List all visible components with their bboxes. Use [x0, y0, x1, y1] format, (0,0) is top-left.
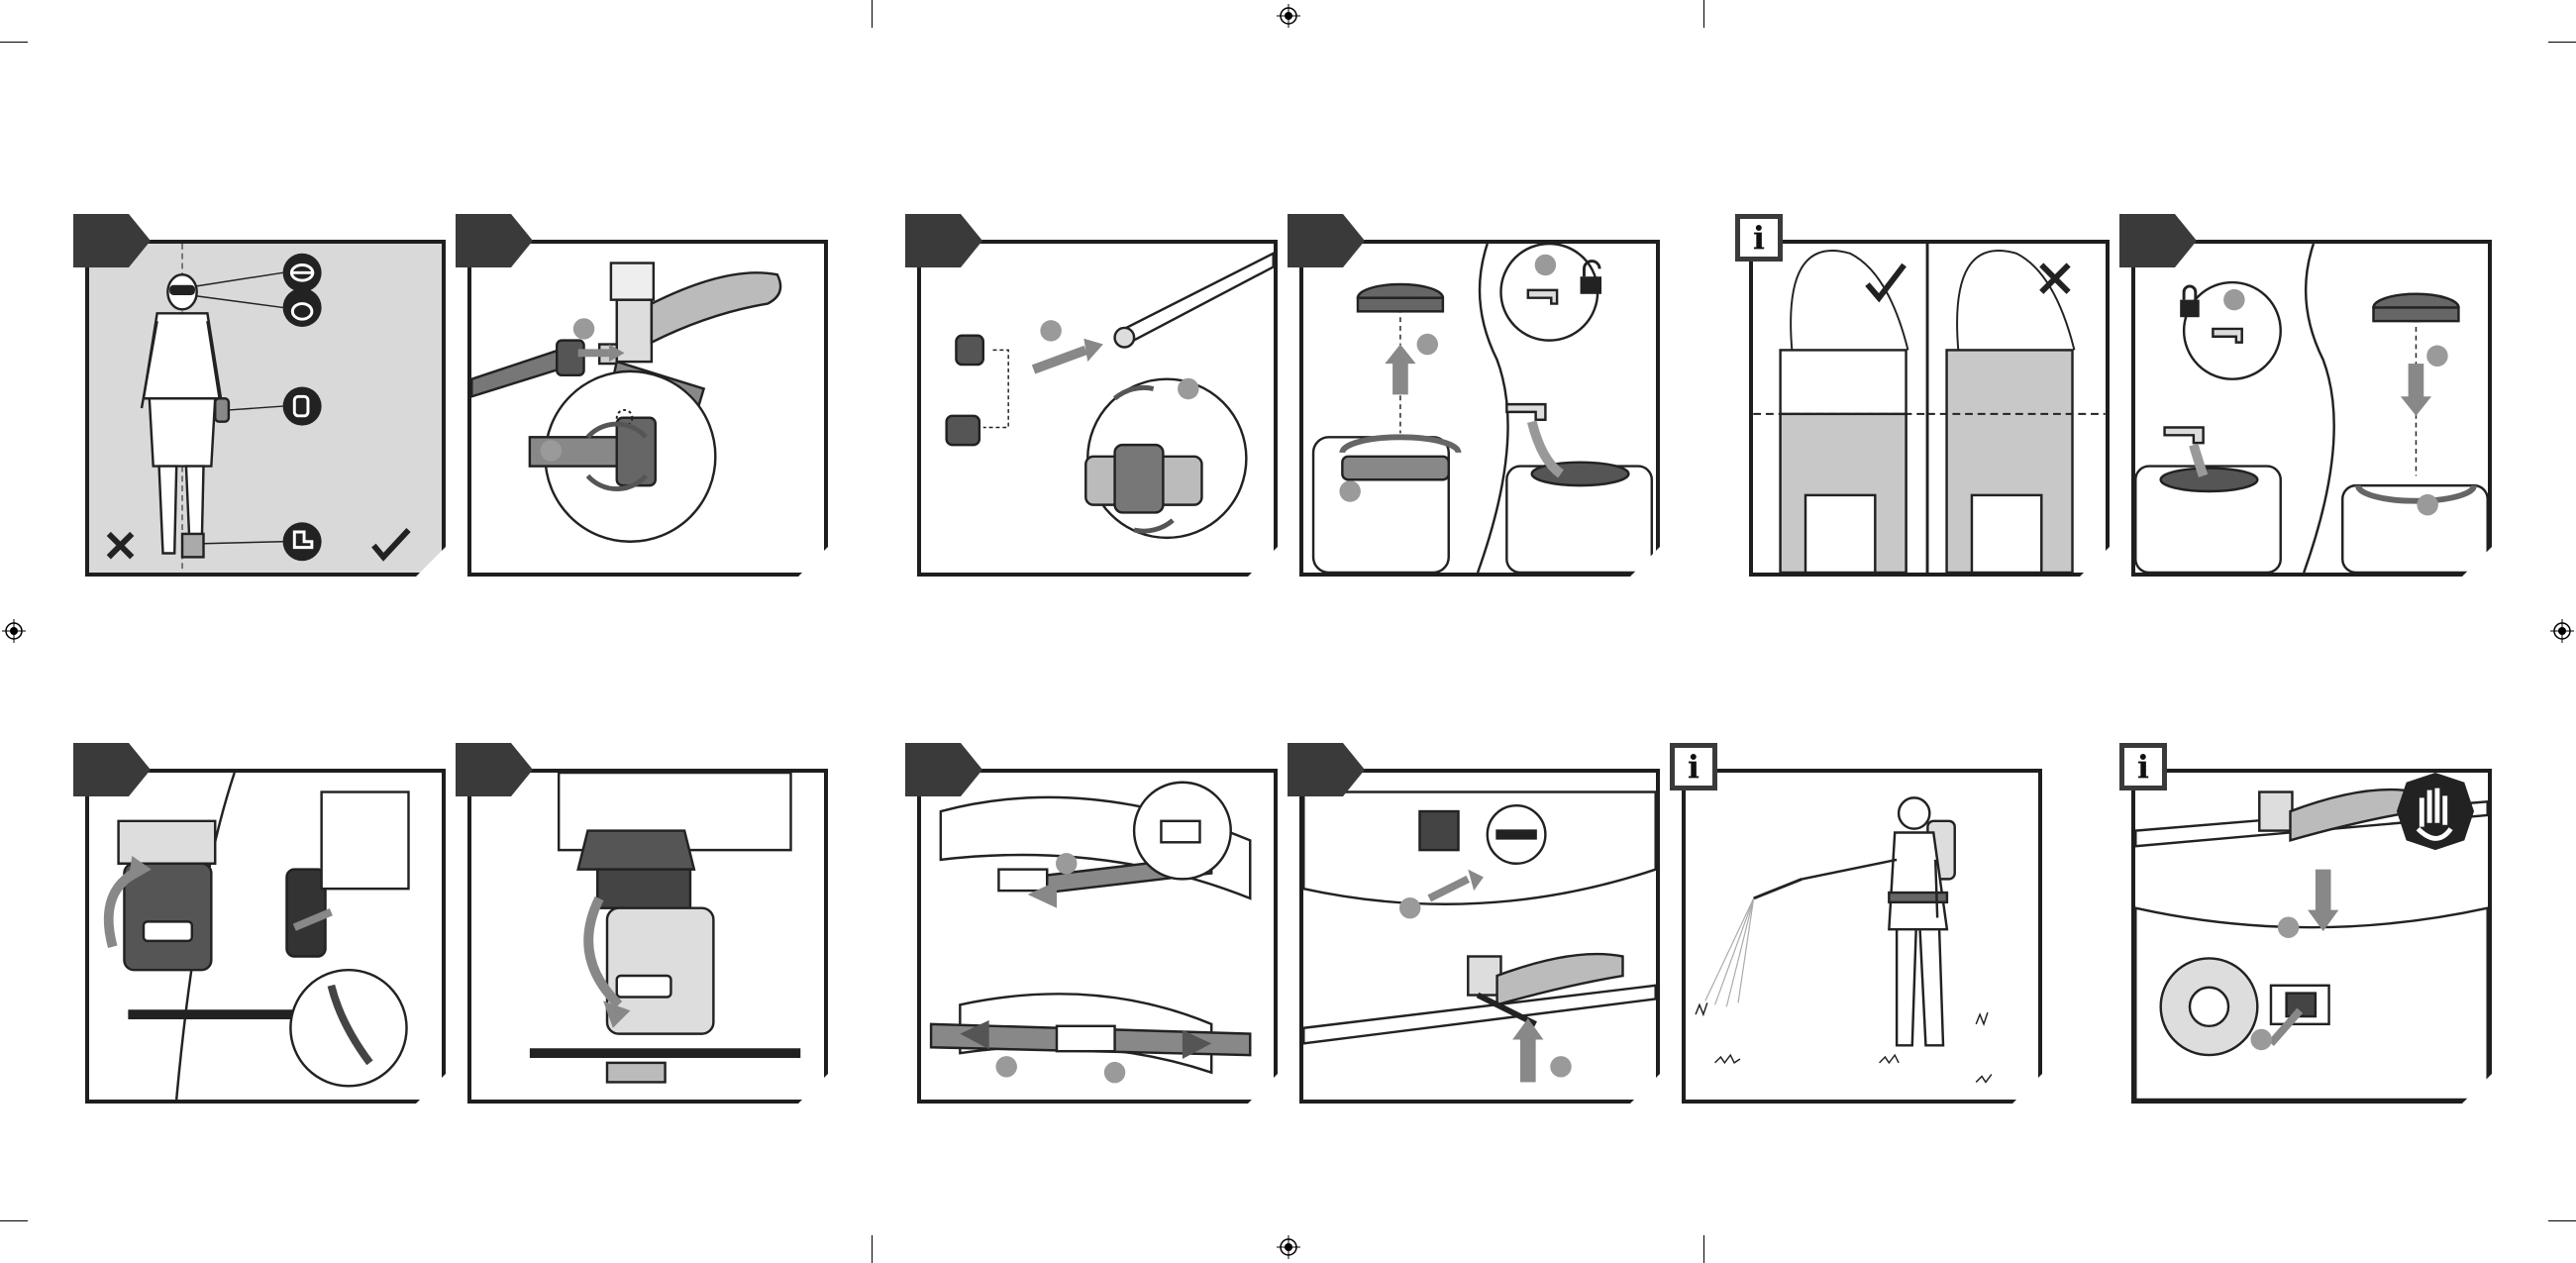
panel-waist-belt: [917, 769, 1278, 1104]
callout-dot: [1550, 1056, 1571, 1077]
panel-fill-level: [1749, 240, 2110, 577]
panel-fill-tank: [1299, 240, 1660, 577]
dust-mask-icon: [283, 288, 322, 327]
callout-dot: [1178, 378, 1198, 399]
panel-spraying: [1682, 769, 2042, 1104]
panel-switch-on: [1299, 769, 1660, 1104]
panel-stop: [2131, 769, 2492, 1104]
panel-attach-nozzle: [917, 240, 1278, 577]
info-icon: i: [1735, 214, 1783, 262]
crop-mark: [2548, 42, 2576, 43]
crop-mark: [872, 0, 873, 28]
check-icon: [1868, 264, 1905, 297]
boots-icon: [283, 522, 322, 561]
callout-dot: [2417, 494, 2437, 515]
callout-dot: [1056, 853, 1077, 874]
callout-dot: [1104, 1062, 1125, 1083]
lock-icon: [2180, 286, 2200, 317]
panel-ppe: [85, 240, 446, 577]
panel-connect-hose: [467, 240, 828, 577]
registration-mark-icon: [1277, 4, 1300, 28]
registration-mark-icon: [2550, 619, 2574, 643]
callout-dot: [2223, 289, 2244, 310]
callout-dot: [1417, 334, 1438, 355]
callout-dot: [573, 318, 594, 339]
callout-dot: [2426, 346, 2447, 367]
callout-dot: [995, 1056, 1016, 1077]
registration-mark-icon: [1277, 1235, 1300, 1259]
callout-dot: [1535, 255, 1556, 275]
info-icon: i: [2119, 743, 2167, 790]
info-icon: i: [1670, 743, 1717, 790]
cross-icon: [109, 534, 132, 557]
panel-refit-cap: [2131, 240, 2492, 577]
callout-dot: [1040, 320, 1061, 341]
crop-mark: [0, 42, 28, 43]
callout-dot: [2250, 1029, 2271, 1050]
panel-battery-cover: [467, 769, 828, 1104]
crop-mark: [0, 1220, 28, 1221]
callout-dot: [1399, 897, 1420, 918]
crop-mark: [872, 1235, 873, 1263]
gloves-icon: [283, 387, 322, 426]
callout-dot: [1339, 480, 1360, 501]
crop-mark: [1703, 0, 1704, 28]
registration-mark-icon: [2, 619, 26, 643]
crop-mark: [2548, 1220, 2576, 1221]
callout-dot: [541, 440, 562, 461]
callout-dot: [2278, 916, 2299, 937]
check-icon: [373, 530, 408, 557]
panel-insert-battery: [85, 769, 446, 1104]
crop-mark: [1703, 1235, 1704, 1263]
